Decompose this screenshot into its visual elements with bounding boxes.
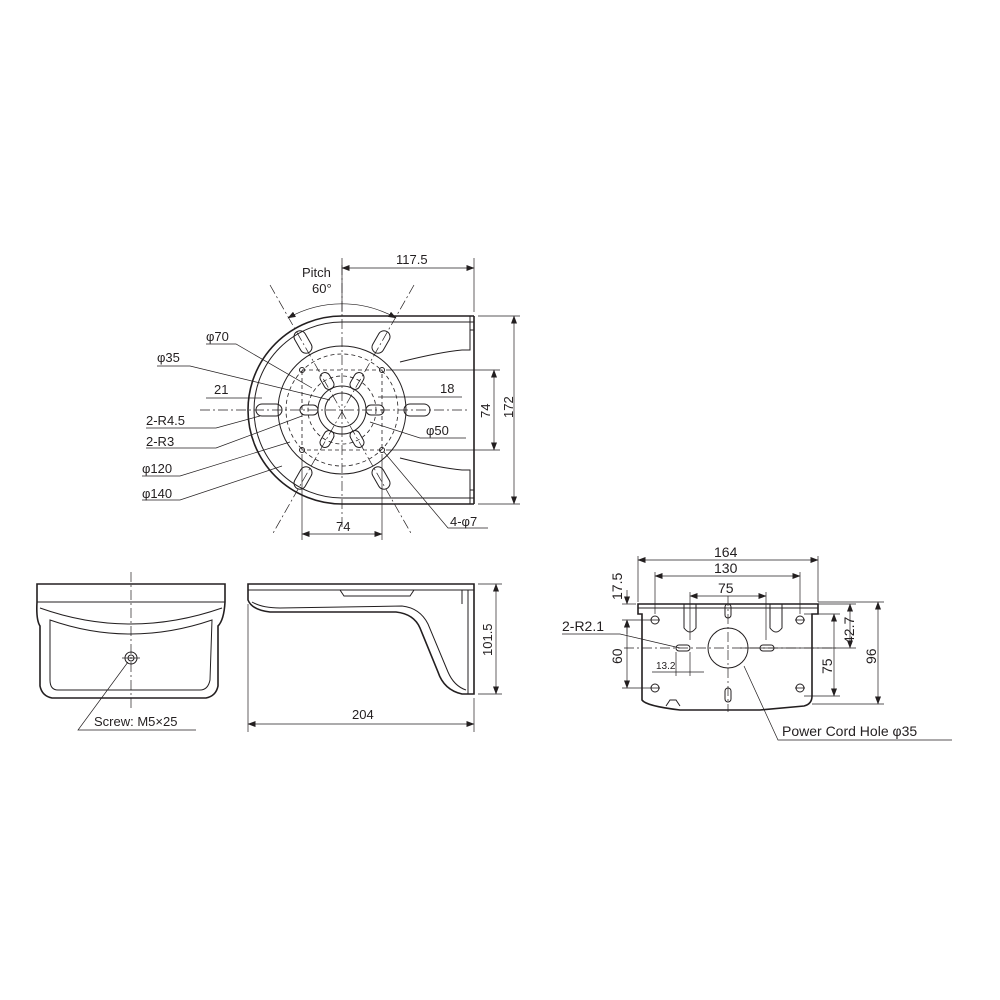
dim-130-label: 130 — [714, 560, 738, 576]
dim-164-label: 164 — [714, 544, 738, 560]
dim-96-label: 96 — [863, 648, 879, 664]
leader-phi50 — [369, 421, 466, 439]
dim-75v-label: 75 — [819, 658, 835, 674]
side-slot — [339, 589, 415, 597]
label-r45: 2-R4.5 — [146, 413, 185, 428]
dim-101-label: 101.5 — [480, 623, 495, 656]
leader-holes — [383, 451, 488, 529]
dim-60-label: 60 — [609, 648, 625, 664]
front-outline — [36, 583, 226, 699]
tab-right — [769, 604, 783, 633]
dim-74v-label: 74 — [478, 404, 493, 418]
dim-21-label: 21 — [214, 382, 228, 397]
label-screw: Screw: M5×25 — [94, 714, 177, 729]
slot-right — [403, 403, 431, 417]
slot-lower-left — [293, 466, 313, 490]
inner-slot-right — [365, 404, 385, 416]
pitch-angle-label: 60° — [312, 281, 332, 296]
label-phi70: φ70 — [206, 329, 229, 344]
dim-75h-label: 75 — [718, 580, 734, 596]
leader-phi120 — [142, 441, 291, 477]
mount-inner-outline — [253, 321, 474, 499]
slot-lower-right — [371, 466, 391, 490]
phi140-circle — [277, 345, 407, 475]
front-inner — [49, 619, 213, 691]
back-view: 164 130 75 17.5 60 13.2 2-R2.1 42.7 — [562, 544, 952, 741]
dim-74h-label: 74 — [336, 519, 350, 534]
dim-17-label: 17.5 — [609, 573, 625, 600]
dim-172-label: 172 — [501, 396, 516, 418]
label-phi50: φ50 — [426, 423, 449, 438]
label-r3: 2-R3 — [146, 434, 174, 449]
pitch-line-b — [271, 284, 415, 536]
side-outline — [247, 583, 475, 695]
inner-slot-lr — [349, 430, 365, 448]
phi35-circle — [324, 392, 360, 428]
side-view: 101.5 204 — [247, 583, 502, 732]
dim-18-label: 18 — [440, 381, 454, 396]
leader-screw — [77, 661, 196, 731]
hole-3 — [299, 447, 305, 453]
label-r21: 2-R2.1 — [562, 618, 604, 634]
leader-phi35 — [157, 365, 331, 401]
label-phi120: φ120 — [142, 461, 172, 476]
dim-13-label: 13.2 — [656, 661, 676, 672]
leader-cord-hole — [743, 665, 952, 741]
leader-r21 — [562, 633, 681, 649]
pitch-line-a — [269, 284, 413, 536]
leader-phi70 — [206, 343, 313, 389]
slot-upper-right — [371, 330, 391, 354]
hole-1 — [299, 367, 305, 373]
mount-square-74 — [301, 369, 383, 451]
hole-4 — [379, 447, 385, 453]
leader-r45 — [146, 415, 261, 429]
lower-rib — [399, 457, 471, 504]
bottom-bump — [665, 699, 681, 707]
pitch-label: Pitch — [302, 265, 331, 280]
phi70-circle — [307, 375, 377, 445]
top-view: Pitch 60° 117.5 172 74 74 18 21 φ70 φ35 — [142, 252, 520, 540]
inner-slot-ur — [349, 372, 365, 390]
leader-r3 — [146, 415, 303, 449]
hole-2 — [379, 367, 385, 373]
mount-outline — [247, 315, 474, 505]
label-phi140: φ140 — [142, 486, 172, 501]
inner-slot-left — [299, 404, 319, 416]
label-holes: 4-φ7 — [450, 514, 477, 529]
dim-117-label: 117.5 — [396, 252, 428, 267]
front-view: Screw: M5×25 — [36, 572, 226, 731]
phi120-circle — [285, 353, 399, 467]
side-inner-curve — [251, 601, 467, 691]
label-phi35: φ35 — [157, 350, 180, 365]
upper-rib — [399, 316, 471, 363]
slot-left — [255, 403, 283, 417]
leader-phi140 — [142, 465, 283, 501]
dim-42-label: 42.7 — [841, 617, 857, 644]
inner-slot-ul — [319, 372, 335, 390]
label-cord-hole: Power Cord Hole φ35 — [782, 723, 917, 739]
inner-slot-ll — [319, 430, 335, 448]
slot-upper-left — [293, 330, 313, 354]
dim-204-label: 204 — [352, 707, 374, 722]
slot-left — [675, 644, 691, 652]
front-curve — [39, 607, 223, 625]
